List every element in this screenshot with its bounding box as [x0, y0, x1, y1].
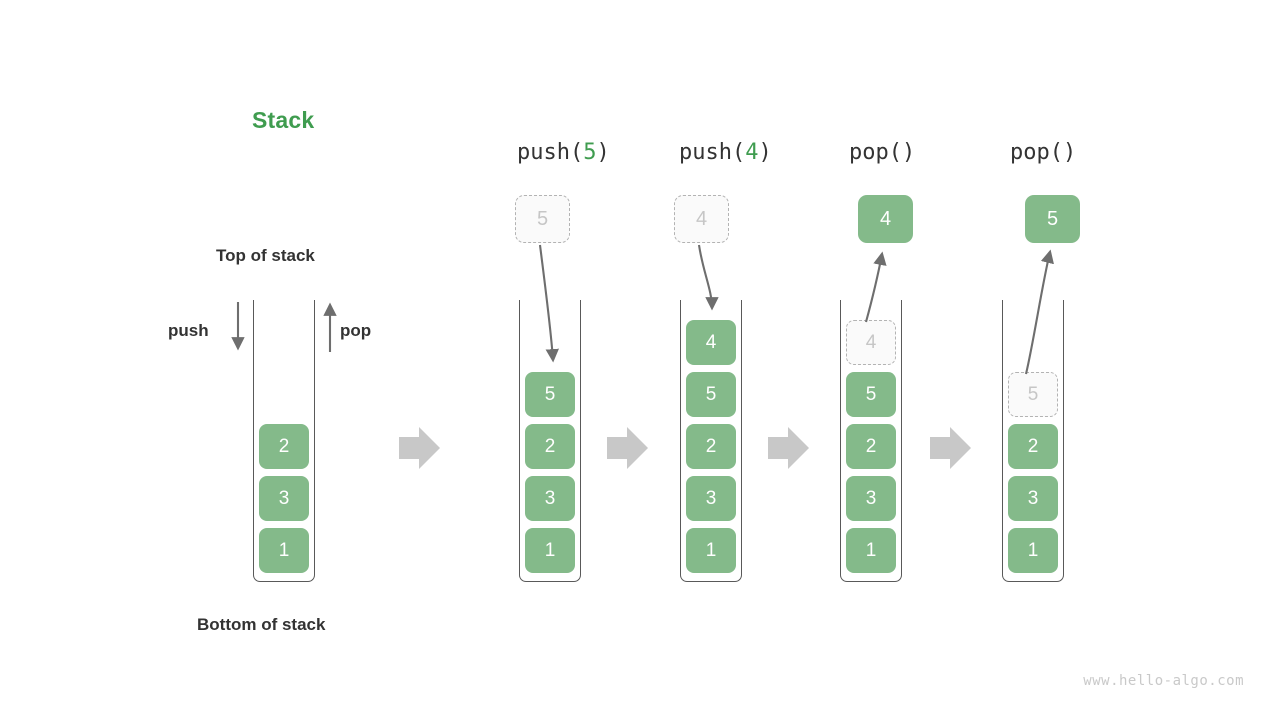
stack-cell: 1 — [525, 528, 575, 573]
stack-walls — [680, 300, 742, 582]
stack-cell-ghost: 4 — [846, 320, 896, 365]
op-label-push-5: push(5) — [517, 140, 610, 165]
stack-cell: 5 — [525, 372, 575, 417]
stack-walls — [840, 300, 902, 582]
label-bottom-of-stack: Bottom of stack — [197, 615, 326, 634]
op-label-pop-1: pop() — [849, 140, 915, 165]
op-label-close: ) — [596, 140, 610, 165]
popped-box-4: 4 — [858, 195, 913, 243]
stack-cell: 2 — [1008, 424, 1058, 469]
op-label-pop-2: pop() — [1010, 140, 1076, 165]
stack-cell: 1 — [846, 528, 896, 573]
popped-box-5: 5 — [1025, 195, 1080, 243]
stack-cell: 3 — [1008, 476, 1058, 521]
label-pop: pop — [340, 321, 372, 340]
stack-cell: 3 — [259, 476, 309, 521]
label-top-of-stack: Top of stack — [216, 246, 315, 265]
stack-cell: 1 — [686, 528, 736, 573]
op-label-arg: 4 — [745, 140, 759, 165]
stack-container-pop-1: 4 5 2 3 1 — [840, 300, 902, 582]
stack-cell: 2 — [686, 424, 736, 469]
op-label-text: pop( — [1010, 140, 1063, 165]
stack-walls — [253, 300, 315, 582]
stack-cell: 5 — [846, 372, 896, 417]
push-flow-arrow-4 — [697, 244, 719, 311]
stack-cell: 3 — [846, 476, 896, 521]
transition-arrow — [399, 427, 440, 469]
stack-cell: 1 — [1008, 528, 1058, 573]
op-label-text: push( — [679, 140, 746, 165]
transition-arrow — [607, 427, 648, 469]
page-title: Stack — [252, 107, 315, 133]
stack-cell: 5 — [686, 372, 736, 417]
incoming-ghost-box-5: 5 — [515, 195, 570, 243]
transition-arrow — [768, 427, 809, 469]
incoming-ghost-box-4: 4 — [674, 195, 729, 243]
stack-container-initial: 2 3 1 — [253, 300, 315, 582]
stack-cell: 2 — [259, 424, 309, 469]
stack-walls — [1002, 300, 1064, 582]
watermark: www.hello-algo.com — [1083, 673, 1244, 689]
stack-cell: 2 — [525, 424, 575, 469]
stack-cell-ghost: 5 — [1008, 372, 1058, 417]
op-label-text: pop( — [849, 140, 902, 165]
stack-cell: 3 — [686, 476, 736, 521]
transition-arrow — [930, 427, 971, 469]
stack-cell: 3 — [525, 476, 575, 521]
op-label-arg: 5 — [583, 140, 597, 165]
op-label-close: ) — [901, 140, 916, 165]
stack-cell: 1 — [259, 528, 309, 573]
stack-container-push-4: 4 5 2 3 1 — [680, 300, 742, 582]
label-push: push — [168, 321, 209, 340]
op-label-push-4: push(4) — [679, 140, 772, 165]
stack-cell: 4 — [686, 320, 736, 365]
op-label-close: ) — [1062, 140, 1077, 165]
stack-container-pop-2: 5 2 3 1 — [1002, 300, 1064, 582]
stack-cell: 2 — [846, 424, 896, 469]
stack-container-push-5: 5 2 3 1 — [519, 300, 581, 582]
stack-walls — [519, 300, 581, 582]
op-label-text: push( — [517, 140, 584, 165]
op-label-close: ) — [758, 140, 772, 165]
